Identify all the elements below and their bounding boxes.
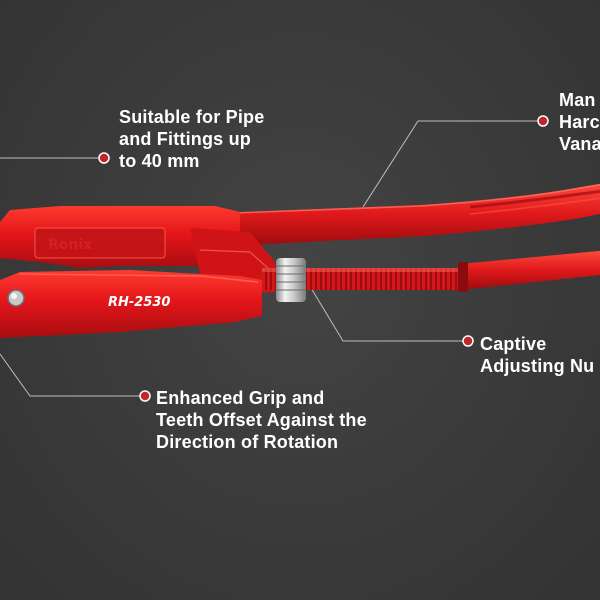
marker-dot-icon — [98, 152, 110, 164]
callout-pipe-size: Suitable for Pipe and Fittings up to 40 … — [119, 106, 264, 172]
callout-line: Suitable for Pipe — [119, 107, 265, 127]
rear-shaft — [460, 250, 600, 290]
marker-dot-icon — [462, 335, 474, 347]
upper-handle — [215, 183, 600, 246]
callout-line: Adjusting Nu — [480, 356, 595, 376]
callout-line: Vana — [559, 134, 600, 154]
leader-line-nut — [304, 277, 468, 342]
leader-line-material — [362, 120, 543, 208]
callout-line: to 40 mm — [119, 151, 200, 171]
leader-line-grip — [0, 353, 145, 397]
marker-dots — [98, 115, 549, 402]
adjusting-nut — [276, 258, 306, 302]
marker-dot-icon — [139, 390, 151, 402]
callout-line: and Fittings up — [119, 129, 251, 149]
callout-line: Man — [559, 90, 596, 110]
lower-jaw — [0, 270, 262, 338]
threaded-rod — [262, 268, 462, 290]
callout-line: Enhanced Grip and — [156, 388, 325, 408]
callout-material: Man Harc Vana — [559, 89, 600, 155]
callout-line: Teeth Offset Against the — [156, 410, 367, 430]
leader-lines — [0, 120, 543, 397]
model-label: RH-2530 — [108, 295, 170, 310]
callout-grip: Enhanced Grip and Teeth Offset Against t… — [156, 387, 367, 453]
callout-adjusting-nut: Captive Adjusting Nu — [480, 333, 594, 377]
brand-emboss: Ronix — [48, 237, 92, 253]
callout-line: Harc — [559, 112, 600, 132]
callout-line: Direction of Rotation — [156, 432, 339, 452]
marker-dot-icon — [537, 115, 549, 127]
callout-line: Captive — [480, 334, 547, 354]
